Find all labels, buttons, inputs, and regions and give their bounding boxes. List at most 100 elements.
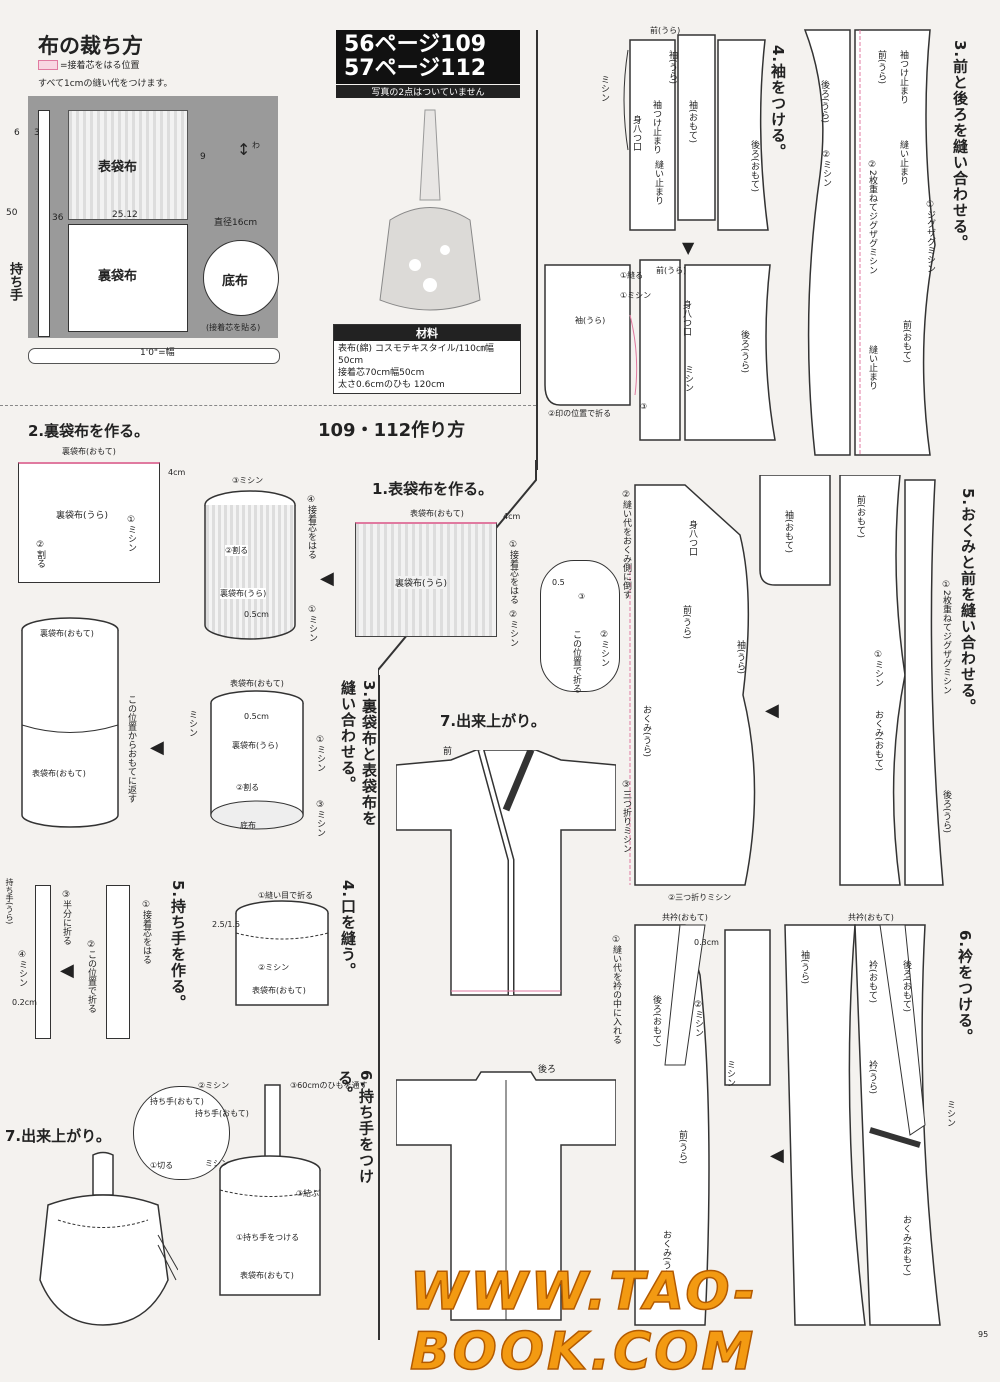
badge-line-2: 57ページ112 <box>344 56 487 81</box>
g4-panels <box>623 34 769 231</box>
s6-d: ①持ち手をつける <box>236 1233 300 1242</box>
divider-vertical-upper <box>536 30 538 470</box>
g6-panels <box>634 924 941 1326</box>
materials-box: 材料 表布(綿) コスモテキスタイル/110㎝幅 50cm 接着芯70cm幅50… <box>333 324 521 394</box>
dim-25: 25.12 <box>112 210 138 220</box>
g3-label: ②ミシン <box>821 150 831 187</box>
g4-label: 後ろ(おもて) <box>749 140 759 193</box>
s3c-top: 裏袋布(おもて) <box>40 629 94 638</box>
garment-step-6-title: 6.衿をつける。 <box>956 930 974 1045</box>
g5-label: 前(おもて) <box>855 495 865 539</box>
s3-split: ②割る <box>236 783 260 792</box>
g5-label: おくみ(おもて) <box>873 710 883 772</box>
dim-36: 36 <box>52 213 64 223</box>
arrow-left-icon: ◀ <box>770 1145 784 1166</box>
s3-m1: ミシン <box>187 710 197 737</box>
arrow-left-icon: ◀ <box>150 737 164 758</box>
handle-piece <box>38 110 50 337</box>
badge-sub: 写真の2点はついていません <box>336 85 520 98</box>
g4b-label: ミシン <box>683 365 693 392</box>
s4-m: ②ミシン <box>258 963 290 972</box>
s1-dim: 4cm <box>503 512 521 521</box>
s4-note: ①縫い目で折る <box>258 891 314 900</box>
garment-step-7-title: 7.出来上がり。 <box>440 712 546 730</box>
materials-header: 材料 <box>334 325 520 341</box>
g3-label: ②2枚重ねてジグザグミシン <box>867 160 877 275</box>
inner-bag-piece <box>68 224 188 332</box>
s5-strip-a <box>35 885 51 1039</box>
g6-label: 衿(うら) <box>867 1060 877 1095</box>
materials-row: 接着芯70cm幅50cm <box>338 368 425 378</box>
s2-fabric <box>18 462 160 583</box>
bag-step-4-title: 4.口を縫う。 <box>339 880 357 979</box>
g5-bubble: 0.5 <box>552 578 565 587</box>
front-label: 前 <box>443 747 453 757</box>
page-number: 95 <box>978 1330 989 1339</box>
g4-label: 前(うら) <box>650 26 681 35</box>
s6-f: ③結ぶ <box>296 1189 320 1198</box>
g3-label: ①ジグザグミシン <box>925 200 935 273</box>
arrow-left-icon: ◀ <box>765 700 779 721</box>
g4b-panels <box>544 259 776 441</box>
s6-a: 持ち手(おもて) <box>150 1097 204 1106</box>
g5-label: ①2枚重ねてジグザグミシン <box>941 580 951 695</box>
g3-label: 前(おもて) <box>901 320 911 364</box>
arrow-left-icon: ◀ <box>320 568 334 589</box>
s2-m: ①ミシン <box>126 515 136 552</box>
bottom-label: 底布 <box>222 274 249 289</box>
g4-label: 袖(うら) <box>667 50 677 85</box>
s2-dim: 4cm <box>168 468 186 477</box>
g3-label: 縫い止まり <box>898 140 908 185</box>
finished-bag <box>39 1151 178 1326</box>
s5-top: 持ち手(うら) <box>5 878 14 925</box>
s3-top: 表袋布(おもて) <box>230 679 284 688</box>
g6-label: 後ろ(おもて) <box>901 960 911 1013</box>
g5-label: おくみ(うら) <box>641 705 651 758</box>
divider-vertical-lower <box>378 675 380 1340</box>
s3-m2: ①ミシン <box>315 735 325 772</box>
g5-label: 前(うら) <box>681 605 691 640</box>
cutting-legend: =接着芯をはる位置 <box>38 58 140 71</box>
inner-bag-label: 裏袋布 <box>98 269 138 284</box>
s6-detail-bubble <box>133 1086 230 1180</box>
outer-bag-label: 表袋布 <box>98 160 138 175</box>
g4-label: ミシン <box>599 75 609 102</box>
s6-b: 持ち手(おもて) <box>195 1109 249 1118</box>
g4b-label: 身八つ口 <box>681 300 691 336</box>
s3c-note: この位置からおもてに返す <box>126 695 136 803</box>
s1-note: ①接着芯をはる <box>508 540 518 604</box>
garment-step-3-title: 3.前と後ろを縫い合わせる。 <box>951 40 969 251</box>
g4-label: 縫い止まり <box>653 160 663 205</box>
s6-m: ②ミシン <box>198 1081 230 1090</box>
dim-50: 50 <box>6 208 18 218</box>
s6-c: ③60cmのひもを通す <box>290 1081 368 1090</box>
s4-cylinder <box>235 900 329 1006</box>
g4b-label: ①ミシン <box>620 291 652 300</box>
g4b-label: ①縫る <box>620 271 644 280</box>
g6-label: 共衿(おもて) <box>848 913 894 922</box>
s4-dims: 2.5/1.5 <box>212 920 241 929</box>
badge-line-1: 56ページ109 <box>344 32 487 57</box>
g3-panels <box>803 29 936 456</box>
handle-strip <box>28 348 280 364</box>
bottom-piece <box>203 240 279 316</box>
s2-cut: ②割る <box>35 540 45 568</box>
page-ref-badge: 56ページ109 57ページ112 <box>336 30 520 84</box>
s2b-cylinder <box>204 490 296 640</box>
s3c-cylinder <box>21 617 119 828</box>
s1-m: ②ミシン <box>508 610 518 647</box>
s3-mid: 裏袋布(うら) <box>232 741 279 750</box>
garment-step-4-title: 4.袖をつける。 <box>769 45 787 160</box>
bag-step-2-title: 2.裏袋布を作る。 <box>28 422 150 440</box>
g5-label: ③三つ折りミシン <box>621 780 631 853</box>
kimono-back <box>396 1071 616 1321</box>
s3-cylinder <box>210 690 304 830</box>
interfacing-swatch-icon <box>38 59 58 70</box>
s2-label-top: 裏袋布(おもて) <box>62 447 116 456</box>
s5-fold: ③半分に折る <box>61 890 71 945</box>
watermark: WWW.TAO-BOOK.COM <box>409 1261 759 1382</box>
s5-m: ④ミシン <box>17 950 27 987</box>
bag-step-7-title: 7.出来上がり。 <box>5 1127 111 1145</box>
grain-arrow-icon: ↕ <box>237 140 251 159</box>
cutting-note: すべて1cmの縫い代をつけます。 <box>38 79 173 89</box>
